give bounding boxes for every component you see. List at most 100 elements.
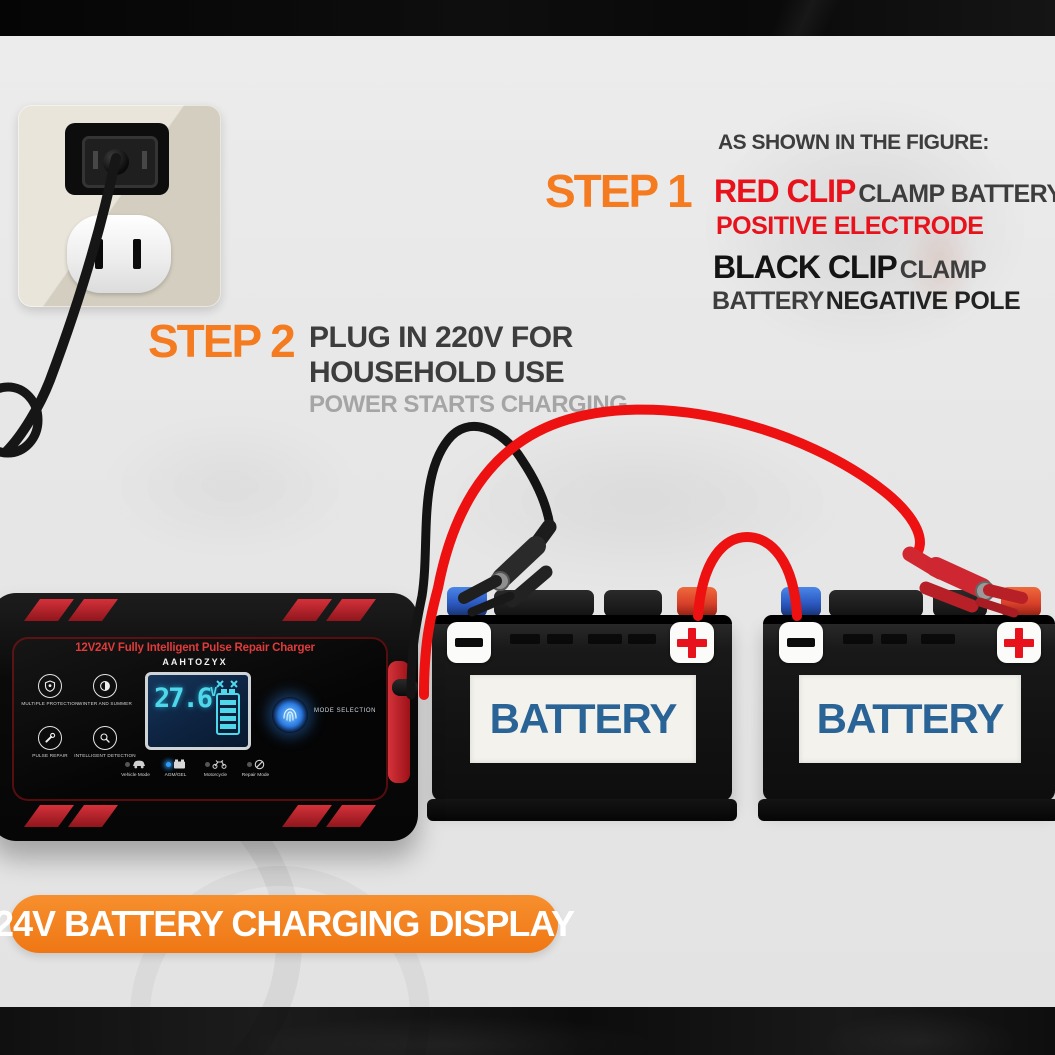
mode-led <box>125 761 130 767</box>
battery-1: BATTERY <box>427 585 737 825</box>
ghost-engine-shadow <box>100 416 360 556</box>
mode-label: Repair Mode <box>241 773 270 778</box>
charger-vent-stripes <box>282 599 376 621</box>
mode-item-motorcycle: Motorcycle <box>198 757 233 778</box>
feature-label: MULTIPLE PROTECTION <box>21 701 79 706</box>
mode-item-repair: Repair Mode <box>238 757 273 778</box>
mode-led <box>204 761 210 767</box>
lcd-battery-icon <box>216 680 240 735</box>
battery-vent <box>628 634 656 644</box>
plus-icon <box>1004 627 1034 658</box>
step1-negative-line: BATTERY NEGATIVE POLE <box>712 287 1021 316</box>
mode-row: Vehicle Mode AGM/GEL <box>118 757 273 778</box>
step2-line1: PLUG IN 220V FOR <box>309 321 573 354</box>
outlet-top-socket <box>65 123 169 195</box>
charger-output-cable <box>392 679 418 696</box>
black-clip-suffix: CLAMP <box>899 256 987 284</box>
winter-summer-icon <box>100 681 110 691</box>
mode-selection-button <box>272 697 308 733</box>
car-icon <box>133 760 145 769</box>
battery-vent <box>881 634 907 644</box>
step1-black-clip-line: BLACK CLIP CLAMP <box>713 249 987 286</box>
charger-vent-stripes <box>282 805 376 827</box>
negative-pole-text: NEGATIVE POLE <box>825 287 1021 315</box>
step2-label: STEP 2 <box>148 315 296 367</box>
bottom-photo-band <box>0 1007 1055 1055</box>
step2-line2: HOUSEHOLD USE <box>309 356 565 389</box>
charger-vent-stripes <box>24 599 118 621</box>
battery-cell-cap <box>829 590 923 617</box>
step1-red-clip-line: RED CLIP CLAMP BATTERY <box>714 173 1055 210</box>
black-clip-text: BLACK CLIP <box>713 249 898 285</box>
mode-item-vehicle: Vehicle Mode <box>118 757 153 778</box>
mode-led-active <box>165 761 171 767</box>
outlet-slot <box>133 239 141 269</box>
battery1-label-plate: BATTERY <box>470 675 696 763</box>
battery2-negative-badge <box>779 622 823 663</box>
motorcycle-icon <box>212 760 226 769</box>
feature-intelligent-detection: INTELLIGENT DETECTION <box>68 726 142 758</box>
step2-line3: POWER STARTS CHARGING <box>309 391 628 418</box>
red-clip-text: RED CLIP <box>714 173 856 209</box>
plus-icon <box>677 627 707 658</box>
battery1-positive-terminal <box>677 587 717 617</box>
mode-label: Motorcycle <box>203 773 228 778</box>
mode-selection-label: MODE SELECTION <box>314 708 377 714</box>
bottom-banner: 24V BATTERY CHARGING DISPLAY <box>0 895 575 953</box>
banner-text: 24V BATTERY CHARGING DISPLAY <box>0 903 575 944</box>
socket-contact <box>142 151 147 169</box>
battery1-positive-badge <box>670 622 714 663</box>
battery-foot <box>758 799 1055 821</box>
battery-word: BATTERY <box>712 287 824 315</box>
mode-label: AGM/GEL <box>164 773 187 778</box>
charger-vent-stripes <box>24 805 118 827</box>
ghost-engine-shadow <box>430 416 850 586</box>
feature-winter-summer: WINTER AND SUMMER <box>68 674 142 706</box>
lcd-voltage: 27.6 <box>154 683 213 714</box>
fingerprint-icon <box>283 708 297 722</box>
socket-contact <box>93 151 98 169</box>
feature-pulse-repair: PULSE REPAIR <box>13 726 87 758</box>
battery1-negative-badge <box>447 622 491 663</box>
minus-icon <box>787 638 815 647</box>
mode-item-agm-gel: AGM/GEL <box>158 757 193 778</box>
battery2-label: BATTERY <box>816 695 1005 742</box>
step2-text-block: PLUG IN 220V FOR HOUSEHOLD USE POWER STA… <box>309 320 628 419</box>
top-photo-band <box>0 0 1055 36</box>
outlet-slot <box>95 239 103 269</box>
red-clip-suffix: CLAMP BATTERY <box>858 180 1055 208</box>
intelligent-detection-icon <box>100 733 110 743</box>
charger-brand: AAHTOZYX <box>162 657 228 667</box>
pulse-repair-icon <box>45 732 56 743</box>
feature-label: INTELLIGENT DETECTION <box>74 753 136 758</box>
power-plug <box>103 149 129 175</box>
shield-icon <box>44 680 56 692</box>
lcd-voltage-unit: V <box>210 685 218 699</box>
battery-vent <box>588 634 622 644</box>
battery1-label: BATTERY <box>489 695 678 742</box>
battery2-positive-terminal <box>1001 587 1041 617</box>
wall-outlet <box>18 105 221 307</box>
battery-cell-cap <box>494 590 594 617</box>
battery-icon <box>173 759 185 769</box>
positive-electrode-text: POSITIVE ELECTRODE <box>716 212 984 240</box>
mode-led <box>246 761 252 767</box>
battery-charger: 12V24V Fully Intelligent Pulse Repair Ch… <box>0 593 418 841</box>
mode-label: Vehicle Mode <box>121 773 150 778</box>
battery2-negative-terminal <box>781 587 821 617</box>
battery-cell-cap <box>604 590 662 617</box>
repair-mode-icon <box>254 759 264 769</box>
battery2-label-plate: BATTERY <box>799 675 1021 763</box>
battery-2: BATTERY <box>758 585 1055 825</box>
battery2-positive-badge <box>997 622 1041 663</box>
feature-multiple-protection: MULTIPLE PROTECTION <box>13 674 87 706</box>
outlet-bottom-socket <box>67 215 171 293</box>
battery-vent <box>510 634 540 644</box>
charger-lcd-display: 27.6 V <box>145 672 251 750</box>
step1-label: STEP 1 <box>545 165 693 217</box>
minus-icon <box>455 638 483 647</box>
battery-foot <box>427 799 737 821</box>
battery-cell-cap <box>933 590 987 617</box>
battery-vent <box>547 634 573 644</box>
